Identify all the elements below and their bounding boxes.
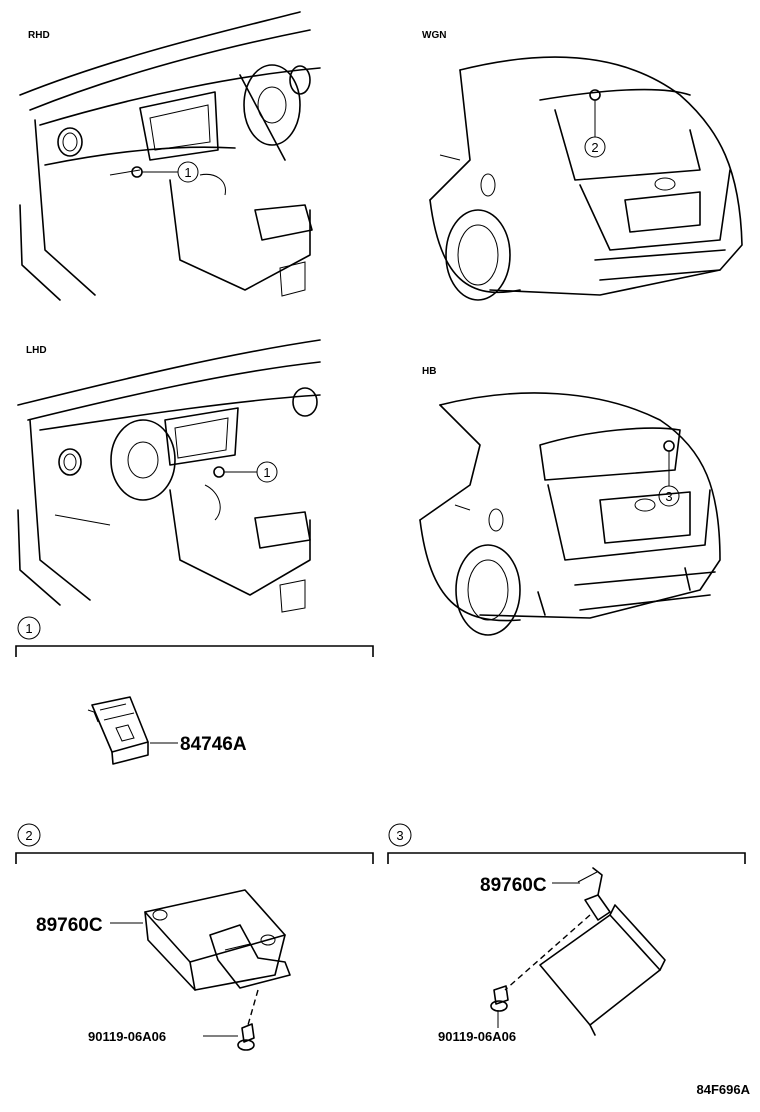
part-number-89760C-wgn: 89760C: [36, 915, 103, 936]
callout-3-hb: 3: [665, 489, 672, 504]
part-number-90119-hb: 90119-06A06: [438, 1029, 516, 1044]
callout-1-lhd: 1: [263, 465, 270, 480]
switch-part-illustration: [87, 696, 149, 765]
section-2-badge: 2: [25, 828, 32, 843]
wgn-rear-illustration: 2: [429, 56, 743, 301]
view-label-lhd: LHD: [26, 345, 47, 356]
view-label-rhd: RHD: [28, 30, 50, 41]
wgn-sensor-illustration: [144, 889, 291, 991]
bolt-wgn-illustration: [237, 1023, 255, 1051]
rhd-dashboard-illustration: 1: [19, 11, 321, 301]
section-1-badge: 1: [25, 621, 32, 636]
hb-rear-illustration: 3: [419, 392, 721, 636]
view-label-wgn: WGN: [422, 30, 446, 41]
callout-1-rhd: 1: [184, 165, 191, 180]
callout-2-wgn: 2: [591, 140, 598, 155]
part-number-90119-wgn: 90119-06A06: [88, 1029, 166, 1044]
section-3: 3 89760C 90119-06A06: [387, 823, 746, 1044]
section-2: 2 89760C 90119-06A06: [15, 823, 374, 1051]
hb-sensor-illustration: [539, 867, 666, 1036]
diagram-reference-code: 84F696A: [697, 1082, 751, 1097]
section-3-badge: 3: [396, 828, 403, 843]
part-number-89760C-hb: 89760C: [480, 875, 547, 896]
bolt-hb-illustration: [490, 985, 509, 1012]
view-label-hb: HB: [422, 366, 436, 377]
lhd-dashboard-illustration: 1: [17, 339, 321, 613]
section-1: 1 84746A: [15, 616, 374, 765]
part-number-84746A: 84746A: [180, 734, 247, 755]
